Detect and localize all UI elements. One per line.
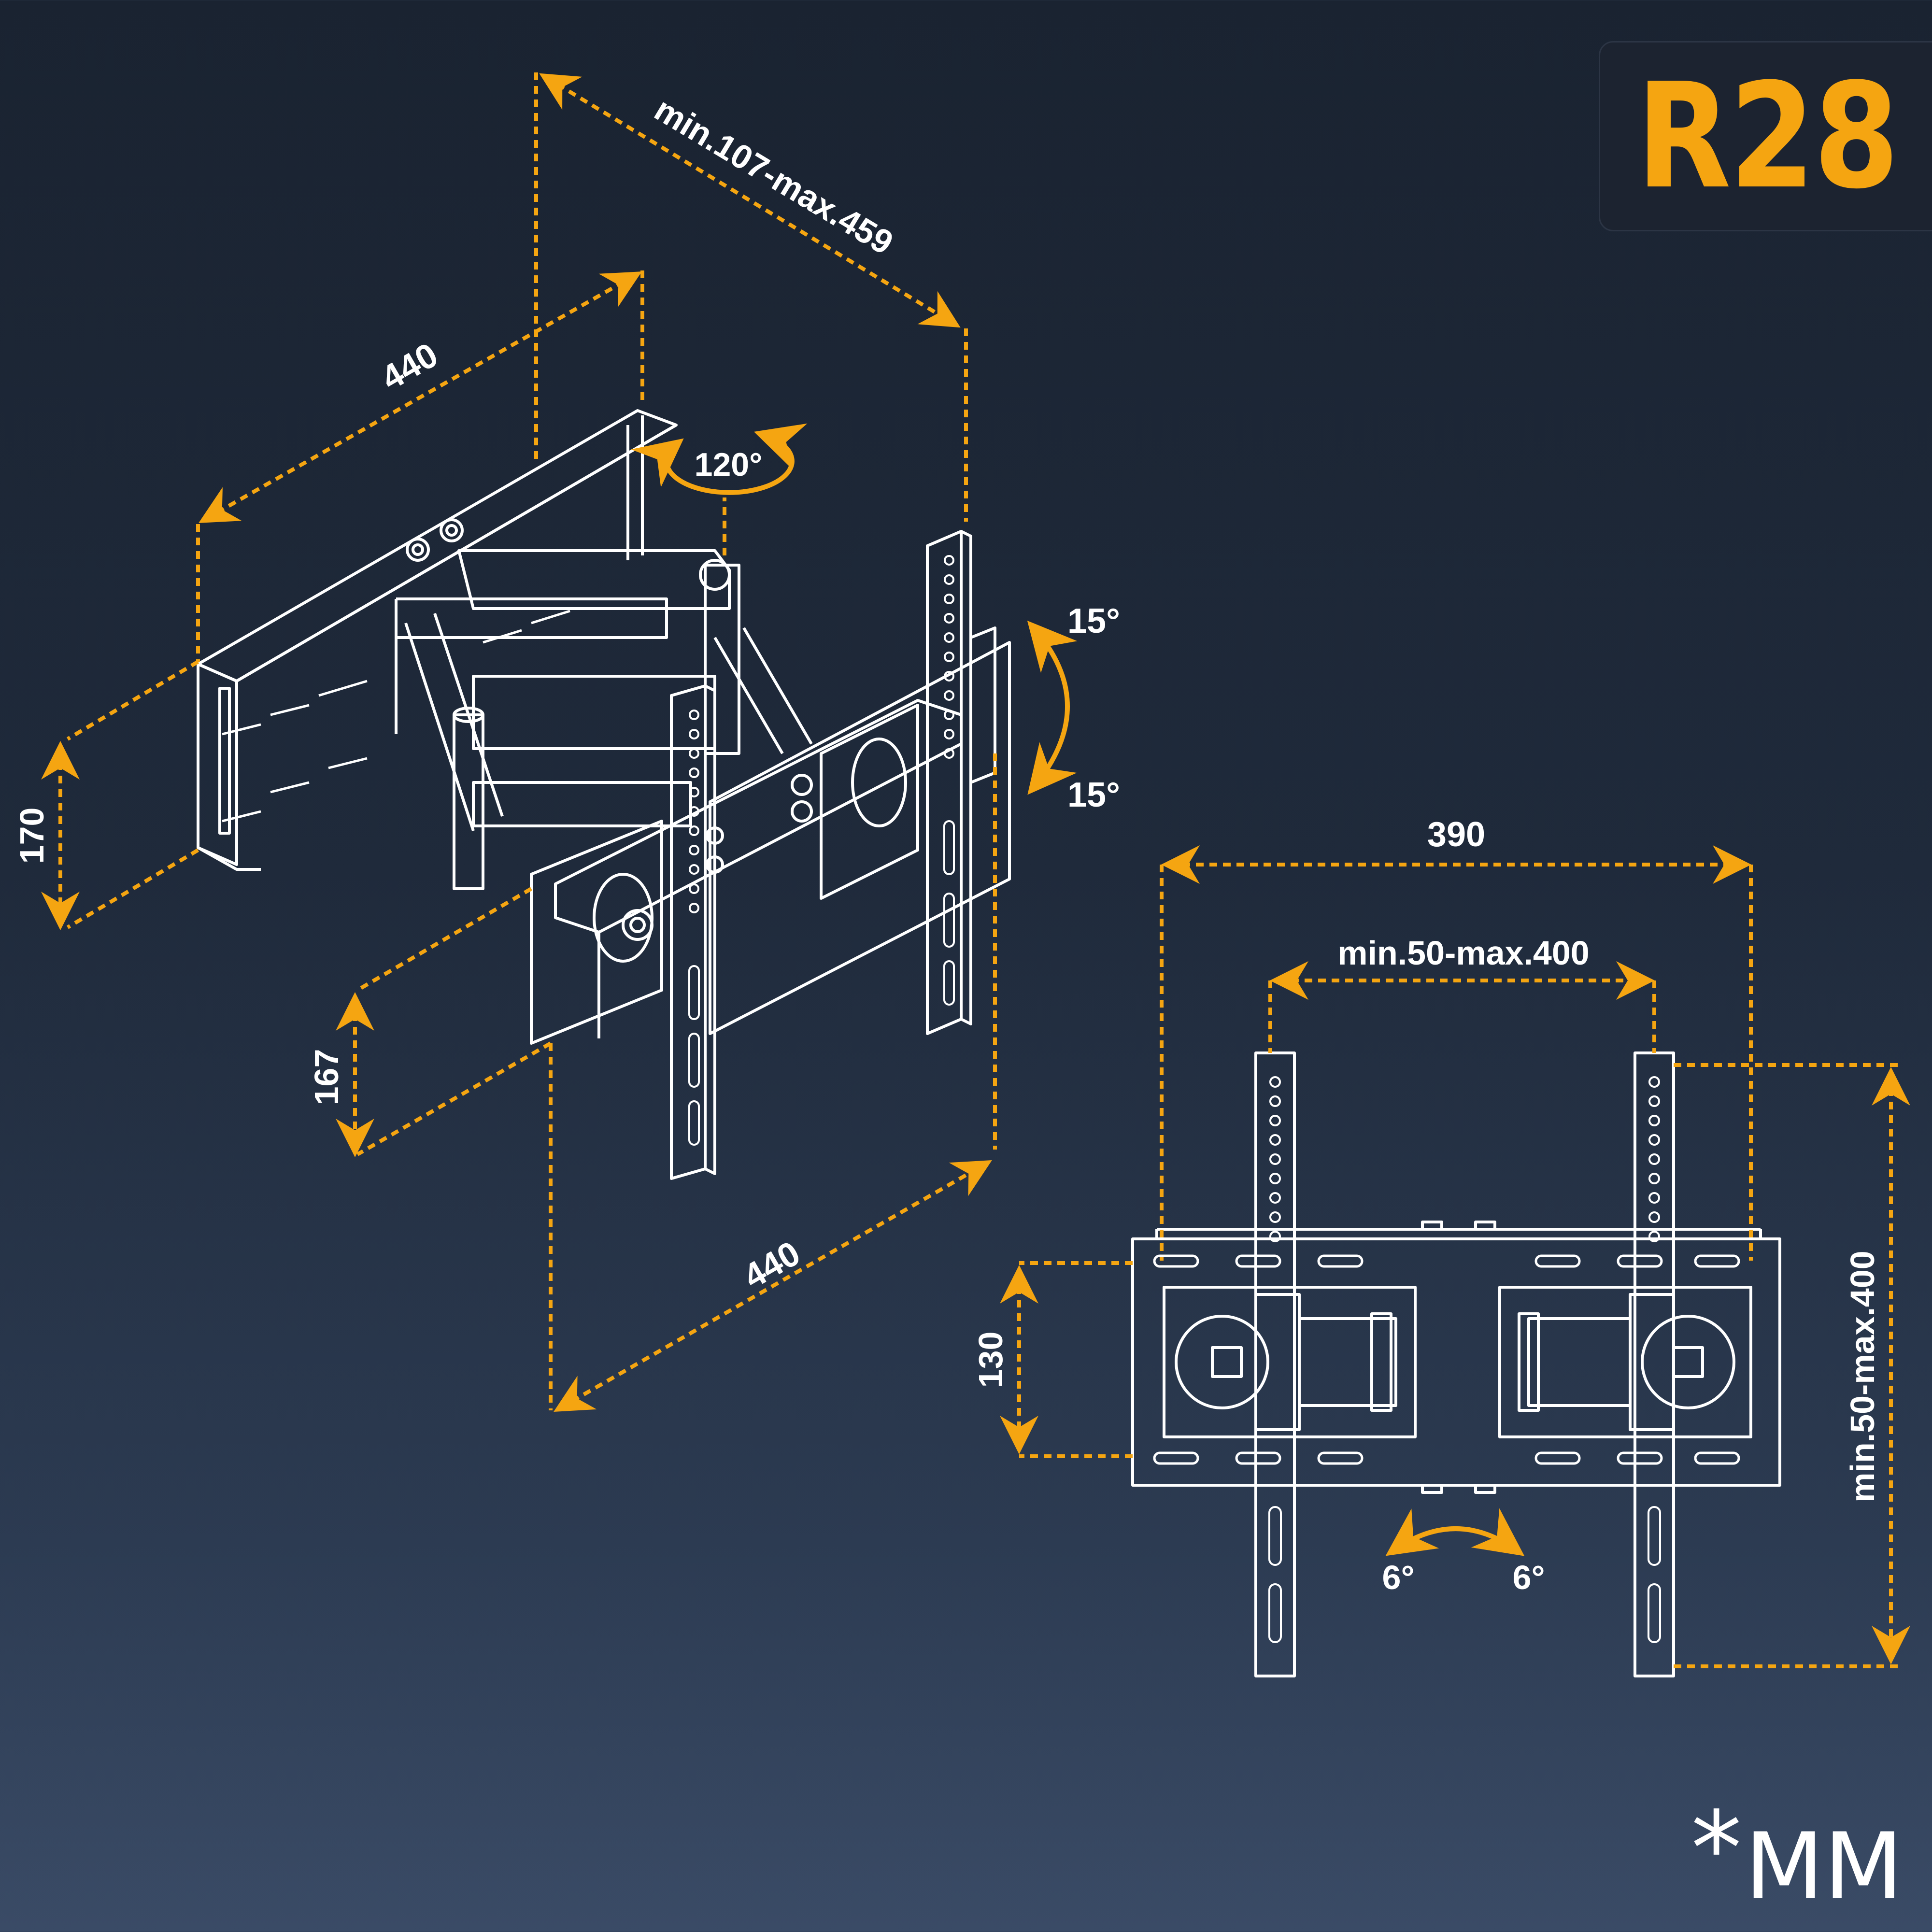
front-dimension-lines bbox=[1000, 845, 1910, 1668]
vesa-vertical-label: min.50-max.400 bbox=[1844, 1250, 1881, 1502]
unit-label: MM bbox=[1745, 1813, 1903, 1920]
tilt-arrow bbox=[1027, 620, 1078, 795]
level-left-label: 6° bbox=[1382, 1559, 1415, 1596]
tv-bracket-height-label: 167 bbox=[308, 1049, 345, 1106]
model-name: R28 bbox=[1636, 52, 1899, 221]
level-right-label: 6° bbox=[1513, 1559, 1545, 1596]
swivel-arrow bbox=[631, 423, 808, 495]
swivel-angle-label: 120° bbox=[695, 446, 763, 483]
arm-extension-label: 440 bbox=[737, 1234, 807, 1296]
vesa-horizontal-label: min.50-max.400 bbox=[1337, 934, 1589, 972]
unit-asterisk: * bbox=[1691, 1790, 1742, 1908]
front-width-label: 390 bbox=[1427, 815, 1485, 854]
level-arrow bbox=[1385, 1508, 1525, 1556]
front-plate-height-label: 130 bbox=[972, 1332, 1009, 1388]
depth-range-label: min.107-max.459 bbox=[648, 90, 899, 262]
model-badge: R28 bbox=[1599, 41, 1932, 231]
tilt-down-label: 15° bbox=[1067, 776, 1120, 814]
tilt-up-label: 15° bbox=[1067, 602, 1120, 640]
front-view-drawing bbox=[1131, 1051, 1781, 1677]
isometric-dimension-lines bbox=[41, 72, 997, 1412]
unit-note: *MM bbox=[1691, 1798, 1903, 1913]
wall-plate-height-label: 170 bbox=[13, 808, 51, 864]
